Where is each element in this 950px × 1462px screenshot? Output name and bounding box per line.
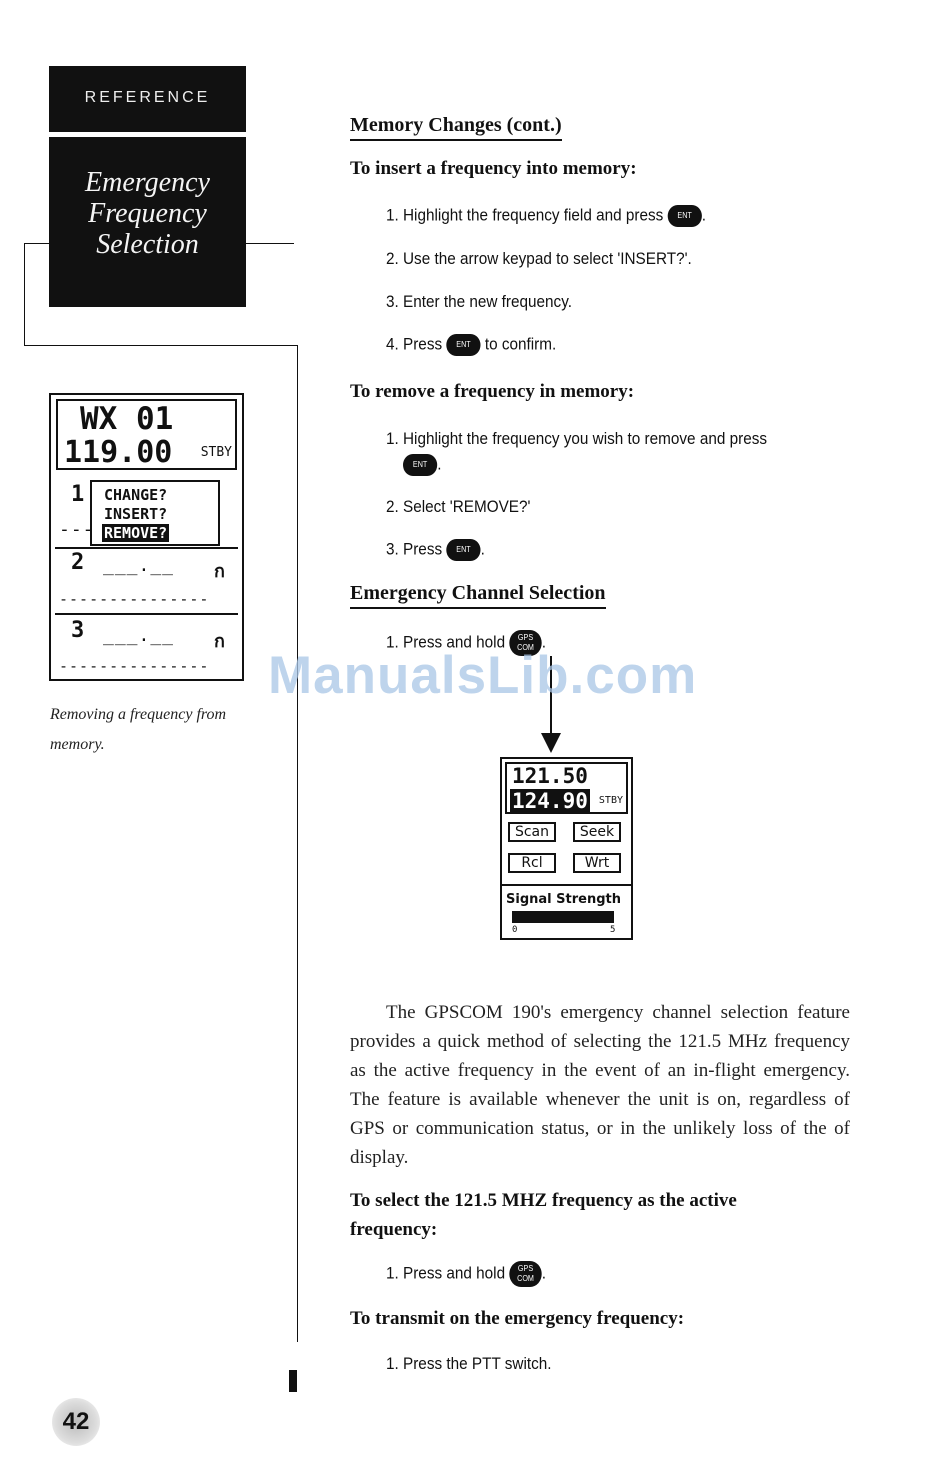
- signal-tick-min: 0: [512, 925, 518, 935]
- menu-item-change[interactable]: CHANGE?: [104, 486, 168, 504]
- emergency-screen-header: 121.50 124.90 STBY: [505, 762, 628, 814]
- remove-heading: To remove a frequency in memory:: [350, 381, 635, 402]
- insert-step-2: 2. Use the arrow keypad to select 'INSER…: [386, 249, 692, 268]
- slot-divider-2: [55, 613, 238, 615]
- insert-step-4: 4. Press ENT to confirm.: [386, 334, 556, 356]
- ent-button: ENT: [446, 539, 481, 561]
- active-frequency: 119.00: [64, 435, 173, 470]
- reference-tab: Reference: [49, 66, 246, 132]
- section-label: Reference: [84, 89, 211, 106]
- memory-screen-header: WX 01 119.00 STBY: [56, 399, 237, 470]
- menu-item-remove[interactable]: REMOVE?: [102, 524, 170, 542]
- signal-divider: [502, 884, 631, 886]
- arrow-shaft: [550, 656, 552, 736]
- watermark: ManualsLib.com: [268, 646, 698, 705]
- rule-left-vertical: [24, 243, 25, 346]
- remove-step-1-button: ENT.: [403, 454, 441, 476]
- slot-dashes-3: ___.__: [103, 625, 175, 646]
- recall-key[interactable]: Rcl: [508, 853, 556, 873]
- insert-step-3: 3. Enter the new frequency.: [386, 292, 572, 311]
- remove-step-3: 3. Press ENT.: [386, 539, 485, 561]
- lock-icon: ก: [214, 631, 225, 652]
- rule-right-stub: [246, 243, 294, 244]
- figure-caption: Removing a frequency from memory.: [50, 706, 227, 753]
- menu-item-insert[interactable]: INSERT?: [104, 505, 168, 523]
- signal-strength-label: Signal Strength: [506, 892, 621, 907]
- separator-3: ---------------: [59, 657, 210, 675]
- write-key[interactable]: Wrt: [573, 853, 621, 873]
- rule-column-divider: [297, 345, 298, 1342]
- arrow-down-icon: [541, 733, 561, 753]
- insert-heading: To insert a frequency into memory:: [350, 158, 637, 179]
- slot-number-1: 1: [71, 482, 85, 507]
- standby-label: STBY: [598, 795, 623, 806]
- signal-strength-bar: [512, 911, 614, 923]
- channel-label: WX 01: [80, 401, 174, 437]
- select-heading: To select the 121.5 MHZ frequency as the…: [350, 1190, 737, 1240]
- title-line-3: Selection: [96, 229, 199, 260]
- margin-marker: [289, 1370, 297, 1392]
- remove-step-2: 2. Select 'REMOVE?': [386, 497, 531, 516]
- remove-step-1: 1. Highlight the frequency you wish to r…: [386, 429, 768, 448]
- emergency-heading: Emergency Channel Selection: [350, 582, 606, 609]
- ent-button: ENT: [667, 205, 702, 227]
- slot-dashes-1: ---: [59, 519, 95, 540]
- rule-left-horizontal: [24, 243, 50, 244]
- insert-step-1: 1. Highlight the frequency field and pre…: [386, 205, 706, 227]
- scan-key[interactable]: Scan: [508, 822, 556, 842]
- emergency-standby-frequency: 124.90: [510, 789, 590, 813]
- transmit-step-1: 1. Press the PTT switch.: [386, 1354, 552, 1373]
- transmit-heading: To transmit on the emergency frequency:: [350, 1308, 685, 1329]
- emergency-screen: 121.50 124.90 STBY Scan Seek Rcl Wrt Sig…: [500, 757, 633, 940]
- section-title-box: Emergency Frequency Selection: [49, 137, 246, 307]
- slot-divider-1: [55, 547, 238, 549]
- rule-bottom-horizontal: [24, 345, 298, 346]
- memory-changes-heading: Memory Changes (cont.): [350, 114, 562, 141]
- standby-label: STBY: [200, 445, 232, 460]
- separator-2: ---------------: [59, 590, 210, 608]
- memory-screen: WX 01 119.00 STBY 1 --- 2 ___.__ ก -----…: [49, 393, 244, 681]
- emergency-active-frequency: 121.50: [512, 764, 588, 788]
- description-paragraph: The GPSCOM 190's emergency channel selec…: [350, 1002, 850, 1168]
- lock-icon: ก: [214, 561, 225, 582]
- ent-button: ENT: [446, 334, 481, 356]
- page-number: 42: [52, 1398, 100, 1446]
- ent-button: ENT: [403, 454, 438, 476]
- title-line-2: Frequency: [88, 198, 207, 229]
- seek-key[interactable]: Seek: [573, 822, 621, 842]
- signal-tick-max: 5: [610, 925, 616, 935]
- title-line-1: Emergency: [85, 167, 210, 198]
- slot-dashes-2: ___.__: [103, 555, 175, 576]
- slot-number-3: 3: [71, 618, 85, 643]
- memory-menu-popup: CHANGE? INSERT? REMOVE?: [90, 480, 220, 546]
- slot-number-2: 2: [71, 550, 85, 575]
